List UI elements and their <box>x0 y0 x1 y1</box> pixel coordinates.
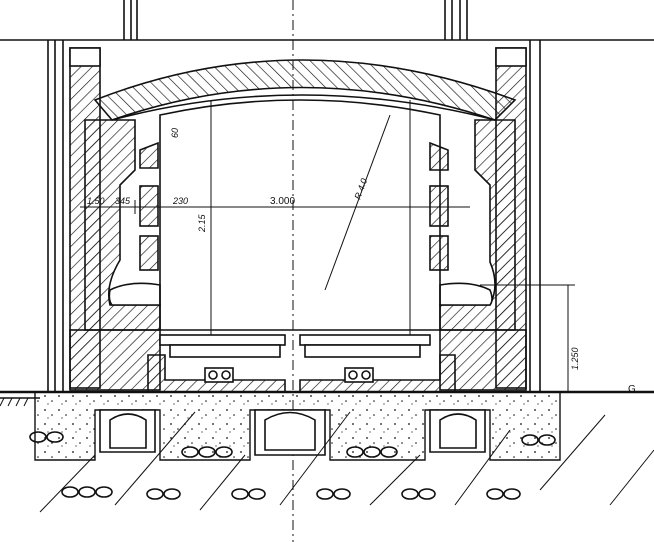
right-flue-slots <box>429 141 449 271</box>
foundation <box>34 391 561 461</box>
dim-wall-b: 230 <box>172 196 188 206</box>
foundation-leaders <box>39 411 654 513</box>
hearth-right <box>299 329 527 393</box>
arched-roof <box>93 59 517 121</box>
dim-left-offset: 1.50 <box>87 196 105 206</box>
span-dimension <box>80 200 470 214</box>
hearth-left <box>69 329 286 393</box>
cobblestones <box>29 431 556 500</box>
dim-height-small: 2.15 <box>197 213 207 233</box>
dim-height-right: 1.250 <box>570 347 580 370</box>
dim-height-top: 60 <box>170 128 180 138</box>
heating-chamber <box>159 99 441 331</box>
dim-span: 3.000 <box>270 196 295 207</box>
top-stacks <box>123 0 468 40</box>
height-dimension-right <box>480 284 575 392</box>
outer-frame <box>0 39 654 392</box>
dim-radius: R 4.0 <box>352 177 369 201</box>
ground-label: G <box>628 384 636 395</box>
radius-leader <box>324 114 391 291</box>
dim-wall-a: 345 <box>115 196 131 206</box>
right-lining <box>439 119 516 331</box>
left-flue-slots <box>139 141 159 271</box>
